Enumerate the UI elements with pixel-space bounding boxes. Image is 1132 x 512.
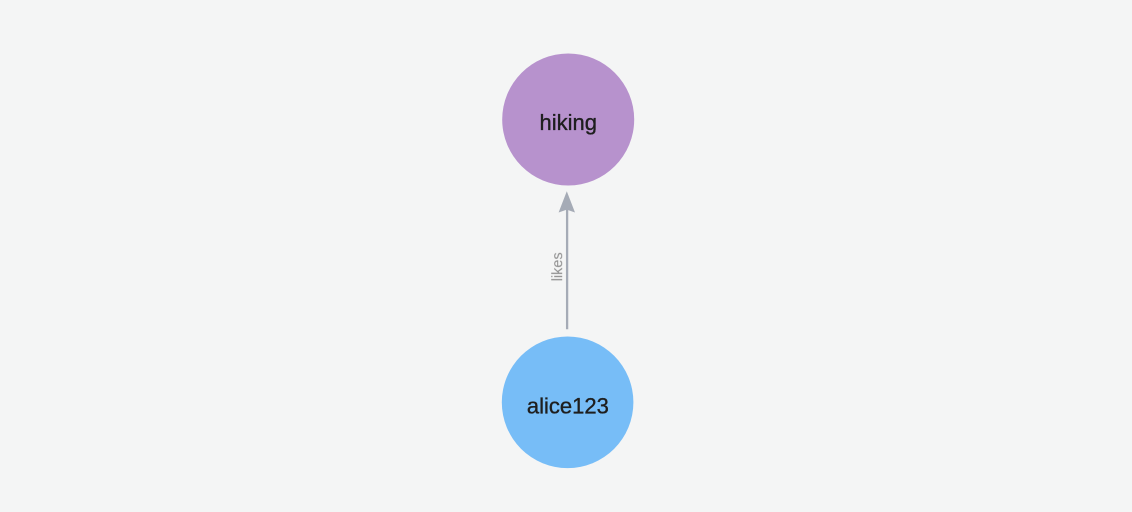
svg-text:likes: likes: [550, 252, 566, 281]
svg-text:hiking: hiking: [539, 110, 596, 135]
svg-text:alice123: alice123: [527, 394, 609, 419]
